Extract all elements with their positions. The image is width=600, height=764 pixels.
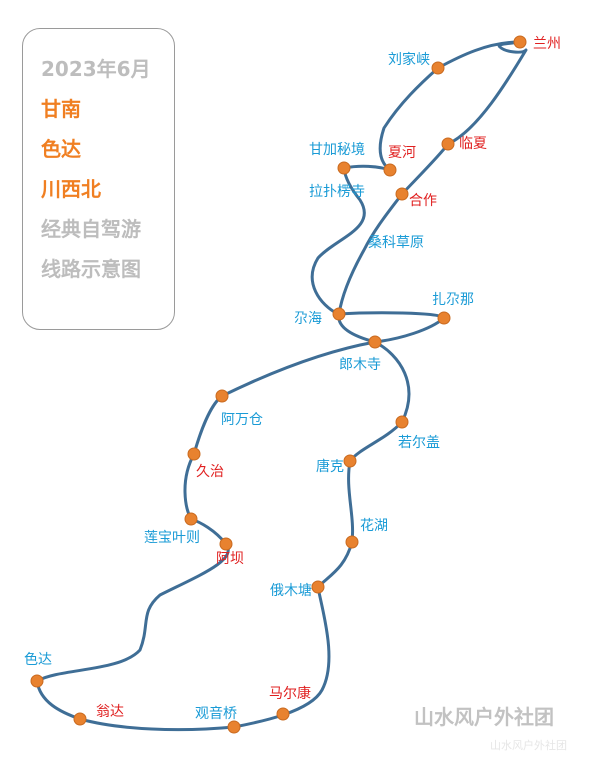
place-18-label: 色达 [24, 651, 52, 668]
legend-box: 2023年6月 甘南 色达 川西北 经典自驾游 线路示意图 [22, 28, 175, 330]
place-9-label: 尕海 [294, 311, 322, 327]
place-22-label: 阿万仓 [221, 412, 263, 428]
place-14-label: 俄木塘 [270, 583, 312, 599]
place-1-label: 刘家峡 [388, 51, 430, 68]
place-5-label: 拉扑楞寺 [309, 184, 365, 200]
place-12-label: 唐克 [316, 458, 344, 475]
place-13-marker [345, 535, 359, 549]
watermark: 山水风户外社团 [414, 705, 554, 729]
watermark-sub: 山水风户外社团 [490, 739, 567, 752]
place-17-marker [73, 712, 87, 726]
place-0-marker [513, 35, 527, 49]
place-15-label: 马尔康 [269, 685, 311, 702]
place-3-label: 夏河 [388, 145, 416, 161]
place-20-label: 莲宝叶则 [144, 530, 200, 546]
place-9-marker [332, 307, 346, 321]
legend-region-seda: 色达 [41, 137, 81, 161]
place-14-marker [311, 580, 325, 594]
legend-date: 2023年6月 [41, 57, 151, 81]
place-21-label: 久治 [196, 464, 224, 480]
place-16-label: 观音桥 [195, 705, 237, 722]
place-4-marker [337, 161, 351, 175]
place-22-marker [215, 389, 229, 403]
place-11-marker [395, 415, 409, 429]
place-20-marker [184, 512, 198, 526]
place-7-label: 桑科草原 [368, 235, 424, 251]
place-21-marker [187, 447, 201, 461]
place-12-marker [343, 454, 357, 468]
place-2-label: 临夏 [459, 136, 487, 152]
place-15-marker [276, 707, 290, 721]
place-17-label: 翁达 [96, 704, 124, 720]
place-10-label: 郎木寺 [339, 357, 381, 373]
place-4-label: 甘加秘境 [309, 142, 365, 158]
legend-region-chuanxibei: 川西北 [41, 177, 101, 201]
place-18-marker [30, 674, 44, 688]
place-8-label: 扎尕那 [432, 292, 474, 308]
place-10-marker [368, 335, 382, 349]
legend-subtitle-1: 经典自驾游 [41, 217, 141, 241]
place-16-marker [227, 720, 241, 734]
place-19-marker [219, 537, 233, 551]
place-13-label: 花湖 [360, 518, 388, 534]
place-2-marker [441, 137, 455, 151]
place-19-label: 阿坝 [216, 551, 244, 567]
place-6-marker [395, 187, 409, 201]
place-0-label: 兰州 [533, 36, 561, 52]
place-11-label: 若尔盖 [398, 435, 440, 451]
legend-subtitle-2: 线路示意图 [41, 257, 141, 281]
place-6-label: 合作 [409, 193, 437, 209]
place-1-marker [431, 61, 445, 75]
place-8-marker [437, 311, 451, 325]
place-3-marker [383, 163, 397, 177]
legend-region-gannan: 甘南 [41, 97, 81, 121]
